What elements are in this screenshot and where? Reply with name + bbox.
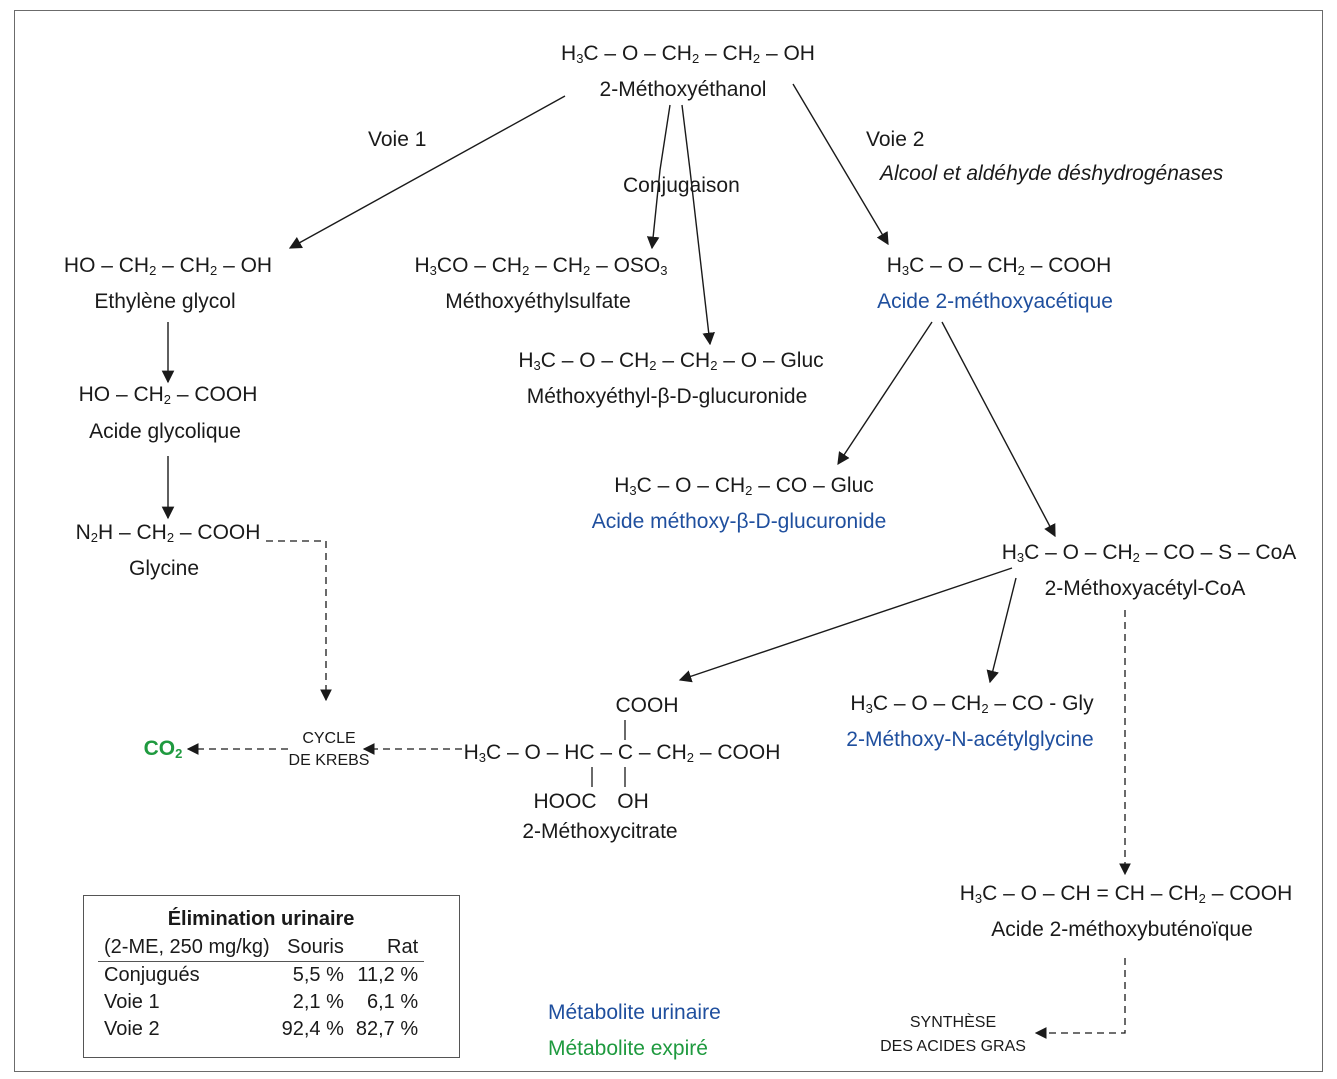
elimination-table-box: Élimination urinaire (2-ME, 250 mg/kg) S…: [83, 895, 460, 1058]
glycolic-acid-formula: HO – CH2 – COOH: [78, 383, 258, 407]
voie1-label: Voie 1: [368, 128, 427, 151]
methoxy-glucuronide-formula: H3C – O – CH2 – CO – Gluc: [614, 474, 874, 498]
methoxyethylsulfate-formula: H3CO – CH2 – CH2 – OSO3: [414, 254, 668, 278]
arrow-voie1: [288, 95, 566, 249]
methoxybutenoic-name: Acide 2-méthoxybuténoïque: [991, 918, 1253, 941]
table-row: Voie 2 92,4 % 82,7 %: [98, 1016, 424, 1043]
figure-frame: [14, 10, 1323, 1072]
methoxyacetic-acid-formula: H3C – O – CH2 – COOH: [886, 254, 1112, 278]
ethylene-glycol-formula: HO – CH2 – CH2 – OH: [63, 254, 273, 278]
table-header-dose: (2-ME, 250 mg/kg): [98, 934, 276, 962]
table-cell-label: Voie 2: [104, 1018, 160, 1040]
arrow-voie2: [792, 83, 889, 246]
elimination-table: Élimination urinaire (2-ME, 250 mg/kg) S…: [98, 904, 425, 1043]
methoxycitrate-top-group: COOH: [615, 694, 679, 717]
methoxyethanol-formula: H3C – O – CH2 – CH2 – OH: [561, 42, 815, 66]
glycine-formula: N2H – CH2 – COOH: [75, 521, 261, 545]
methoxyacetyl-coa-formula: H3C – O – CH2 – CO – S – CoA: [1001, 541, 1297, 565]
arrow-coa-to-citrate: [678, 567, 1013, 683]
methoxycitrate-formula: H3C – O – HC – C – CH2 – COOH: [463, 741, 781, 765]
table-cell-mouse: 5,5 %: [292, 964, 344, 986]
table-row: Conjugués 5,5 % 11,2 %: [98, 962, 424, 990]
table-cell-rat: 11,2 %: [357, 964, 419, 986]
methoxyethyl-glucuronide-formula: H3C – O – CH2 – CH2 – O – Gluc: [518, 349, 824, 373]
table-cell-label: Conjugués: [104, 964, 200, 986]
table-cell-mouse: 92,4 %: [281, 1018, 344, 1040]
co2-label: CO2: [143, 737, 183, 761]
voie2-enzymes-label: Alcool et aldéhyde déshydrogénases: [880, 162, 1224, 185]
methoxyethanol-name: 2-Méthoxyéthanol: [599, 78, 767, 101]
fatty-acid-synthesis-line2: DES ACIDES GRAS: [880, 1038, 1026, 1055]
legend-expired: Métabolite expiré: [548, 1037, 708, 1060]
arrow-maa-to-glucuronide: [837, 321, 933, 466]
table-cell-mouse: 2,1 %: [292, 991, 344, 1013]
table-header-rat: Rat: [349, 934, 425, 962]
table-title: Élimination urinaire: [167, 907, 355, 930]
arrow-butenoic-to-fatty: [1034, 958, 1126, 1039]
ethylene-glycol-name: Ethylène glycol: [94, 290, 236, 313]
fatty-acid-synthesis-line1: SYNTHÈSE: [909, 1014, 997, 1031]
methoxy-acetylglycine-formula: H3C – O – CH2 – CO - Gly: [850, 692, 1094, 716]
conjugation-label: Conjugaison: [623, 174, 740, 197]
krebs-cycle-line2: DE KREBS: [288, 752, 370, 769]
table-cell-rat: 82,7 %: [355, 1018, 419, 1040]
methoxy-acetylglycine-name: 2-Méthoxy-N-acétylglycine: [846, 728, 1094, 751]
arrow-coa-to-glycine: [986, 577, 1017, 684]
table-row: Voie 1 2,1 % 6,1 %: [98, 989, 424, 1016]
legend-urinary: Métabolite urinaire: [548, 1001, 721, 1024]
table-cell-label: Voie 1: [104, 991, 160, 1013]
table-header-mouse: Souris: [275, 934, 350, 962]
methoxycitrate-name: 2-Méthoxycitrate: [522, 820, 678, 843]
krebs-cycle-line1: CYCLE: [302, 730, 356, 747]
methoxyethyl-glucuronide-name: Méthoxyéthyl-β-D-glucuronide: [526, 385, 808, 408]
glycolic-acid-name: Acide glycolique: [89, 420, 241, 443]
arrow-conjugation-sulfate: [646, 104, 671, 250]
methoxy-glucuronide-name: Acide méthoxy-β-D-glucuronide: [591, 510, 887, 533]
methoxyethylsulfate-name: Méthoxyéthylsulfate: [445, 290, 631, 313]
methoxycitrate-bottom-right-group: OH: [617, 790, 649, 813]
arrow-maa-to-coa: [941, 321, 1056, 538]
voie2-label: Voie 2: [866, 128, 925, 151]
arrow-conjugation-glucuronide: [681, 104, 715, 346]
methoxyacetic-acid-name: Acide 2-méthoxyacétique: [877, 290, 1113, 313]
table-header-row: (2-ME, 250 mg/kg) Souris Rat: [98, 934, 425, 962]
methoxycitrate-bottom-left-group: HOOC: [533, 790, 597, 813]
methoxyacetyl-coa-name: 2-Méthoxyacétyl-CoA: [1044, 577, 1246, 600]
table-cell-rat: 6,1 %: [366, 991, 419, 1013]
glycine-name: Glycine: [128, 557, 200, 580]
methoxybutenoic-formula: H3C – O – CH = CH – CH2 – COOH: [959, 882, 1293, 906]
arrow-glycine-to-krebs: [266, 540, 332, 702]
